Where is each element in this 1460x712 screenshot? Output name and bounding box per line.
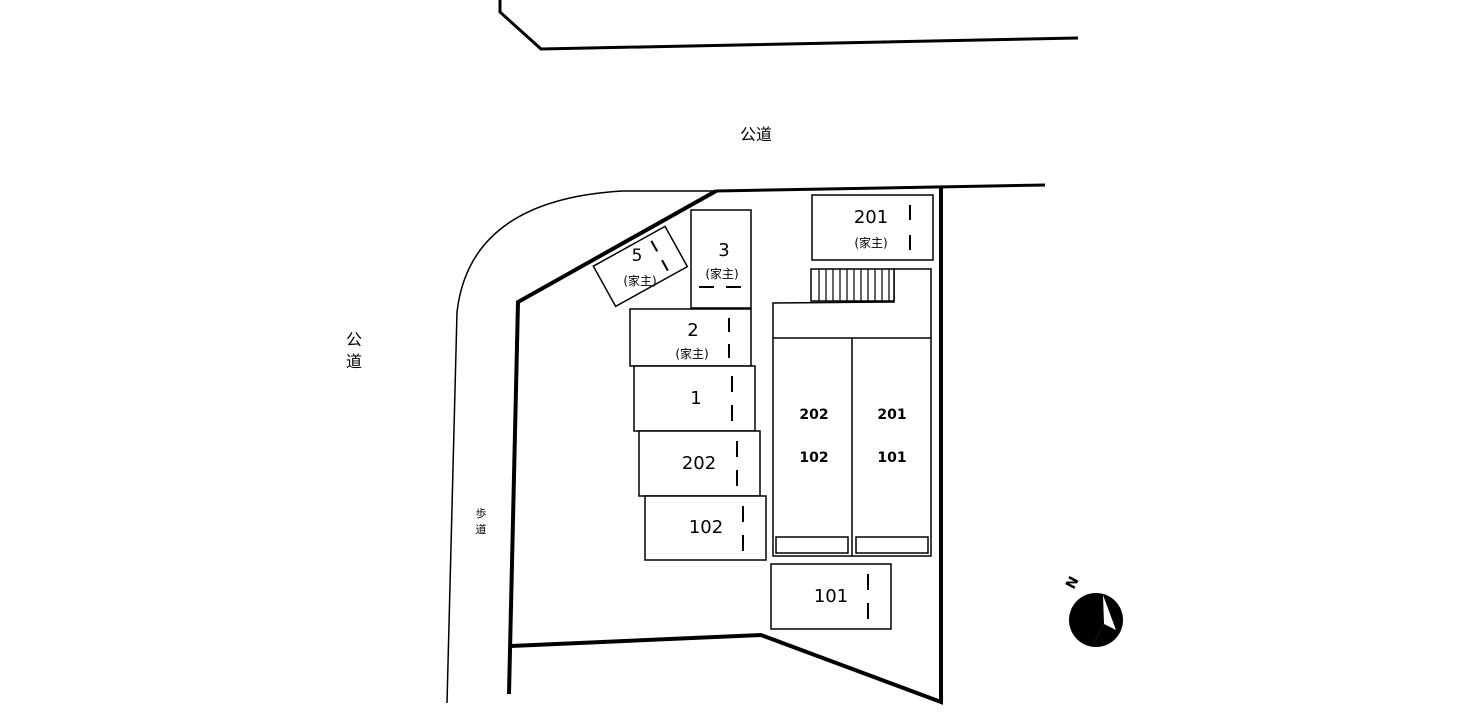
parking-5-note: (家主)	[623, 274, 657, 288]
parking-space-1	[633, 365, 756, 432]
parking-3-number: 3	[718, 240, 730, 261]
parking-space-202	[638, 430, 761, 497]
parking-space-201	[811, 194, 934, 261]
sidewalk-label: 歩 道	[474, 506, 488, 538]
property-boundary	[507, 189, 717, 695]
sidewalk-label-char2: 道	[475, 523, 487, 536]
north-arrow-compass-icon	[1069, 593, 1123, 647]
sidewalk-label-char1: 歩	[475, 507, 487, 520]
public-road-label-left-char2: 道	[345, 352, 362, 371]
parking-space-101	[770, 563, 892, 630]
property-boundary-south	[510, 188, 943, 705]
parking-102-number: 102	[688, 517, 724, 538]
parking-2-number: 2	[687, 320, 699, 341]
apartment-building	[772, 268, 932, 557]
building-unit-202: 202	[799, 407, 829, 423]
building-unit-101: 101	[877, 450, 907, 466]
parking-space-3	[690, 209, 752, 309]
sidewalk-edge	[446, 190, 716, 704]
parking-202-number: 202	[681, 453, 717, 474]
parking-201-number: 201	[853, 207, 889, 228]
building-unit-102: 102	[799, 450, 829, 466]
parking-201-note: (家主)	[854, 236, 888, 250]
parking-2-note: (家主)	[675, 347, 709, 361]
parking-5-number: 5	[631, 246, 643, 266]
parking-space-102	[644, 495, 767, 561]
parking-space-5	[592, 225, 689, 308]
public-road-label-left: 公 道	[344, 329, 364, 373]
road-edge-top	[498, 0, 1079, 51]
staircase	[810, 268, 895, 302]
building-unit-201: 201	[877, 407, 907, 423]
property-boundary-north	[715, 183, 1046, 193]
parking-1-number: 1	[690, 388, 702, 409]
public-road-label-top: 公道	[740, 125, 773, 144]
parking-101-number: 101	[813, 586, 849, 607]
parking-3-note: (家主)	[705, 267, 739, 281]
public-road-label-left-char1: 公	[345, 330, 362, 349]
